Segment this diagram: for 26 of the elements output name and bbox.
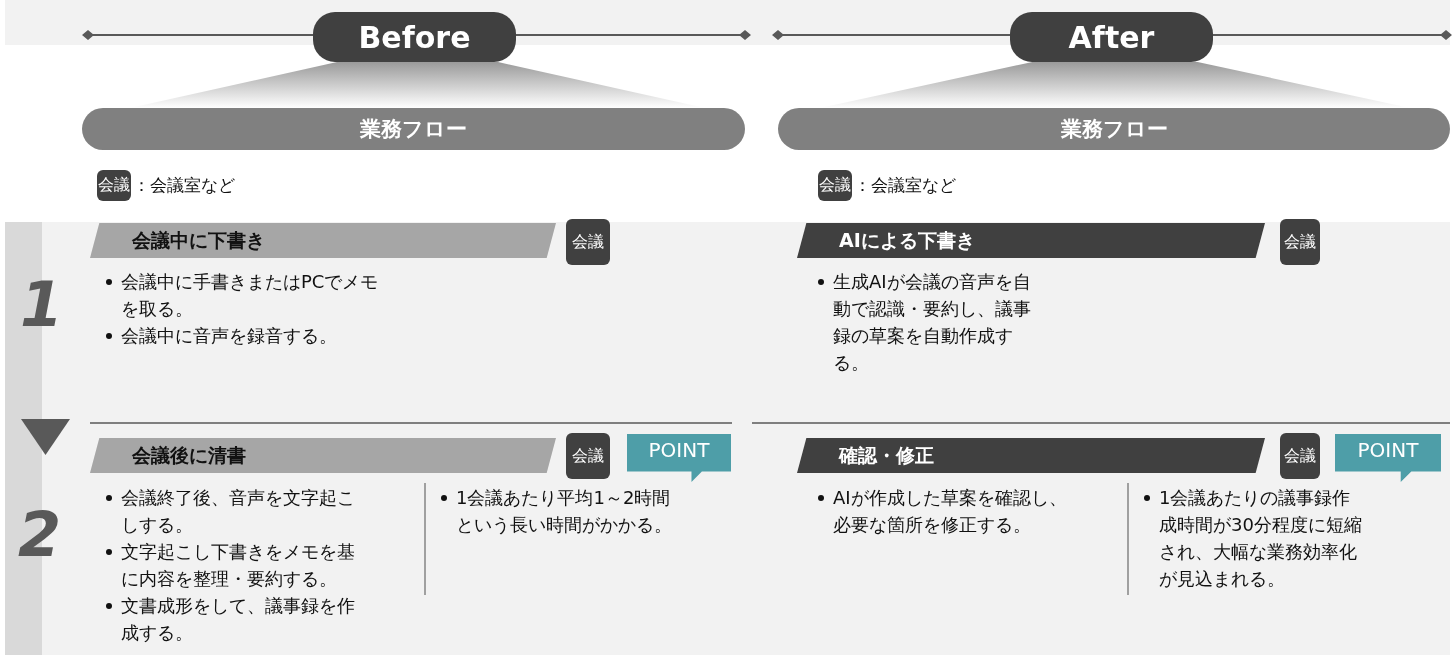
meeting-badge: 会議 <box>1280 433 1320 479</box>
meeting-badge: 会議 <box>566 433 610 479</box>
meeting-badge: 会議 <box>566 219 610 265</box>
bullet-text: 文書成形をして、議事録を作成する。 <box>121 595 355 643</box>
step-header: 会議中に下書き <box>90 223 556 258</box>
bullet-text: 会議中に音声を録音する。 <box>121 325 337 346</box>
legend-text: ：会議室など <box>854 174 956 197</box>
meeting-badge: 会議 <box>1280 219 1320 265</box>
step-number: 2 <box>18 498 62 571</box>
progress-rail-drawing <box>5 222 70 655</box>
bullet-text: 1会議あたり平均1～2時間という長い時間がかかる。 <box>456 487 672 535</box>
meeting-badge: 会議 <box>818 170 852 201</box>
bullet-text: 文字起こし下書きをメモを基に内容を整理・要約する。 <box>121 541 355 589</box>
meeting-badge: 会議 <box>97 170 131 201</box>
step-header: 確認・修正 <box>797 438 1265 473</box>
title-pill: After <box>1010 12 1213 62</box>
section-band: 業務フロー <box>778 108 1450 150</box>
step-number: 1 <box>20 268 64 341</box>
legend-text: ：会議室など <box>133 174 235 197</box>
step-header: 会議後に清書 <box>90 438 556 473</box>
title-pill: Before <box>313 12 516 62</box>
step-header: AIによる下書き <box>797 223 1265 258</box>
bullet-text: 会議終了後、音声を文字起こしする。 <box>121 487 355 535</box>
bullet-text: 1会議あたりの議事録作成時間が30分程度に短縮され、大幅な業務効率化が見込まれる。 <box>1159 487 1362 589</box>
bullet-text: AIが作成した草案を確認し、必要な箇所を修正する。 <box>833 487 1067 535</box>
section-band: 業務フロー <box>82 108 745 150</box>
